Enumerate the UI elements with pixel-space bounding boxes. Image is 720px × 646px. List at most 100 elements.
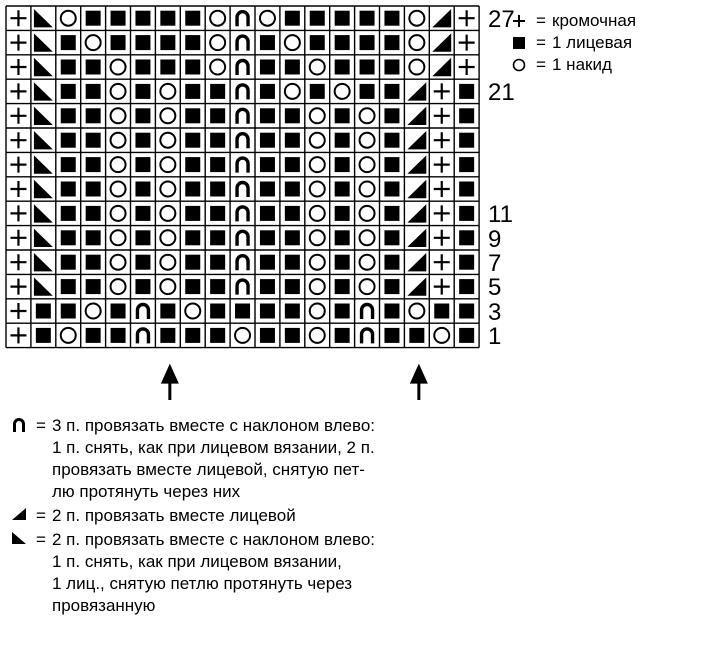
ssk-stitch: [33, 204, 53, 223]
knit-stitch: [160, 35, 176, 51]
edge-stitch: [10, 132, 27, 149]
sk2p-stitch: [235, 254, 250, 271]
knit-stitch: [210, 327, 226, 343]
arrow-head: [409, 363, 428, 384]
knit-stitch: [135, 230, 151, 246]
ssk-stitch: [33, 253, 53, 272]
yarn-over: [159, 156, 177, 174]
knit-stitch: [459, 108, 475, 124]
knit-stitch: [384, 205, 400, 221]
ssk-stitch: [33, 131, 53, 150]
knit-stitch: [185, 108, 201, 124]
yarn-over: [159, 82, 177, 100]
edge-stitch: [10, 278, 27, 295]
knit-stitch: [85, 132, 101, 148]
knitting-chart: [5, 5, 480, 400]
k2tog-stitch: [407, 228, 427, 247]
yarn-over: [109, 131, 127, 149]
sk2p-stitch: [235, 83, 250, 100]
row-number: 1: [488, 323, 502, 351]
knit-stitch: [384, 230, 400, 246]
knit-stitch: [110, 35, 126, 51]
knit-stitch: [334, 279, 350, 295]
knit-stitch: [259, 157, 275, 173]
k2tog-stitch: [432, 9, 452, 28]
k2tog-stitch: [432, 57, 452, 77]
ssk-stitch: [33, 82, 53, 101]
knit-stitch: [359, 83, 375, 99]
yarn-over: [109, 278, 127, 296]
knit-stitch: [284, 279, 300, 295]
knit-stitch: [185, 254, 201, 270]
knit-stitch: [85, 10, 101, 26]
knit-stitch: [359, 59, 375, 75]
legend-line: 3 п. провязать вместе с наклоном влево:: [52, 416, 376, 435]
knit-stitch: [309, 35, 325, 51]
yarn-over: [408, 302, 426, 320]
edge-stitch: [433, 156, 450, 173]
yarn-over: [308, 131, 326, 149]
sk2p-stitch: [235, 278, 250, 295]
filled-square-icon: [508, 36, 530, 50]
yarn-over: [408, 58, 426, 76]
k2tog-stitch: [407, 155, 427, 174]
yarn-over: [308, 253, 326, 271]
yarn-over: [308, 107, 326, 125]
legend-item-knit: = 1 лицевая: [508, 32, 636, 54]
knit-stitch: [60, 181, 76, 197]
yarn-over: [109, 204, 127, 222]
edge-stitch: [10, 205, 27, 222]
knit-stitch: [334, 303, 350, 319]
knit-stitch: [459, 157, 475, 173]
knit-stitch: [284, 157, 300, 173]
yarn-over: [209, 34, 227, 52]
knit-stitch: [459, 205, 475, 221]
knit-stitch: [259, 327, 275, 343]
knit-stitch: [135, 157, 151, 173]
knit-stitch: [359, 10, 375, 26]
triangle-left-icon: [8, 529, 30, 617]
yarn-over: [59, 326, 77, 344]
knit-stitch: [210, 254, 226, 270]
yarn-over: [159, 131, 177, 149]
edge-stitch: [10, 59, 27, 75]
legend-line: 2 п. провязать вместе с наклоном влево:: [52, 530, 376, 549]
sk2p-stitch: [135, 327, 151, 344]
triangle-right-icon: [8, 505, 30, 527]
yarn-over: [159, 204, 177, 222]
ssk-stitch: [33, 228, 53, 247]
row-number: 21: [488, 79, 515, 107]
knit-stitch: [135, 108, 151, 124]
knit-stitch: [135, 279, 151, 295]
legend-text-knit: 1 лицевая: [552, 33, 633, 52]
yarn-over: [308, 180, 326, 198]
legend-line: 1 п. снять, как при лицевом вязании, 2 п…: [52, 438, 375, 457]
k2tog-stitch: [407, 106, 427, 125]
knit-stitch: [135, 35, 151, 51]
yarn-over: [109, 229, 127, 247]
knit-stitch: [334, 205, 350, 221]
knit-stitch: [135, 59, 151, 75]
knit-stitch: [210, 83, 226, 99]
legend-line: 1 лиц., снятую петлю протянуть через: [52, 574, 353, 593]
legend-line: провязанную: [52, 596, 156, 615]
knit-stitch: [259, 230, 275, 246]
knit-stitch: [259, 303, 275, 319]
yarn-over: [358, 204, 376, 222]
sk2p-stitch: [235, 107, 250, 124]
row-number: 11: [488, 201, 513, 229]
knit-stitch: [160, 303, 176, 319]
knit-stitch: [35, 303, 51, 319]
knit-stitch: [135, 181, 151, 197]
knit-stitch: [60, 205, 76, 221]
yarn-over: [159, 278, 177, 296]
edge-stitch: [458, 10, 475, 27]
sk2p-stitch: [235, 132, 250, 149]
knit-stitch: [185, 181, 201, 197]
knit-stitch: [210, 132, 226, 148]
knit-stitch: [60, 254, 76, 270]
knit-stitch: [110, 327, 126, 343]
knit-stitch: [85, 327, 101, 343]
knit-stitch: [334, 132, 350, 148]
knit-stitch: [210, 157, 226, 173]
